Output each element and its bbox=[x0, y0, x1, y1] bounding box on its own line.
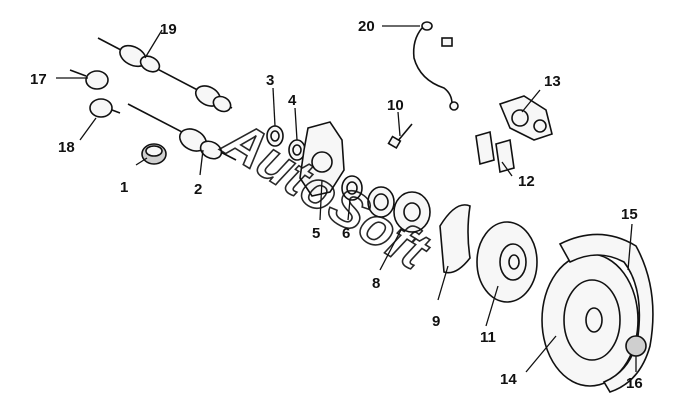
part-4-ring[interactable] bbox=[288, 139, 306, 161]
part-10-sensor[interactable] bbox=[387, 123, 413, 150]
part-13-caliper[interactable] bbox=[498, 95, 553, 141]
part-5-knuckle[interactable] bbox=[299, 121, 345, 197]
callout-19: 19 bbox=[160, 21, 177, 38]
callout-1: 1 bbox=[120, 179, 128, 196]
callout-4: 4 bbox=[288, 92, 297, 109]
part-20-cable[interactable] bbox=[412, 21, 459, 111]
callout-16: 16 bbox=[626, 375, 643, 392]
callout-3: 3 bbox=[266, 72, 274, 89]
callout-8: 8 bbox=[372, 275, 380, 292]
callout-5: 5 bbox=[312, 225, 320, 242]
part-15-tire[interactable] bbox=[558, 233, 654, 393]
callout-2: 2 bbox=[194, 181, 202, 198]
part-17-joint[interactable] bbox=[69, 69, 109, 90]
callout-12: 12 bbox=[518, 173, 535, 190]
part-9-dust-shield[interactable] bbox=[439, 204, 471, 274]
callout-15: 15 bbox=[621, 206, 638, 223]
part-19-drive-shaft[interactable] bbox=[97, 37, 233, 114]
callout-6: 6 bbox=[342, 225, 350, 242]
callout-20: 20 bbox=[358, 18, 375, 35]
leader-lines bbox=[56, 25, 637, 373]
part-8-hub[interactable] bbox=[393, 191, 431, 233]
callout-14: 14 bbox=[500, 371, 517, 388]
part-3-ring[interactable] bbox=[266, 125, 284, 147]
part-2-drive-shaft[interactable] bbox=[127, 103, 237, 162]
callout-10: 10 bbox=[387, 97, 404, 114]
callout-17: 17 bbox=[30, 71, 47, 88]
callout-13: 13 bbox=[544, 73, 561, 90]
callout-11: 11 bbox=[480, 329, 496, 346]
part-12-brake-pads[interactable] bbox=[475, 130, 515, 174]
part-6-seal[interactable] bbox=[341, 175, 363, 201]
callout-9: 9 bbox=[432, 313, 440, 330]
callout-18: 18 bbox=[58, 139, 75, 156]
part-16-cap[interactable] bbox=[625, 335, 647, 357]
part-14-wheel[interactable] bbox=[541, 253, 639, 387]
part-11-brake-disc[interactable] bbox=[476, 221, 538, 303]
part-18-joint[interactable] bbox=[89, 98, 121, 118]
part-7-bearing[interactable] bbox=[367, 186, 395, 218]
part-1-boot[interactable] bbox=[141, 143, 167, 165]
